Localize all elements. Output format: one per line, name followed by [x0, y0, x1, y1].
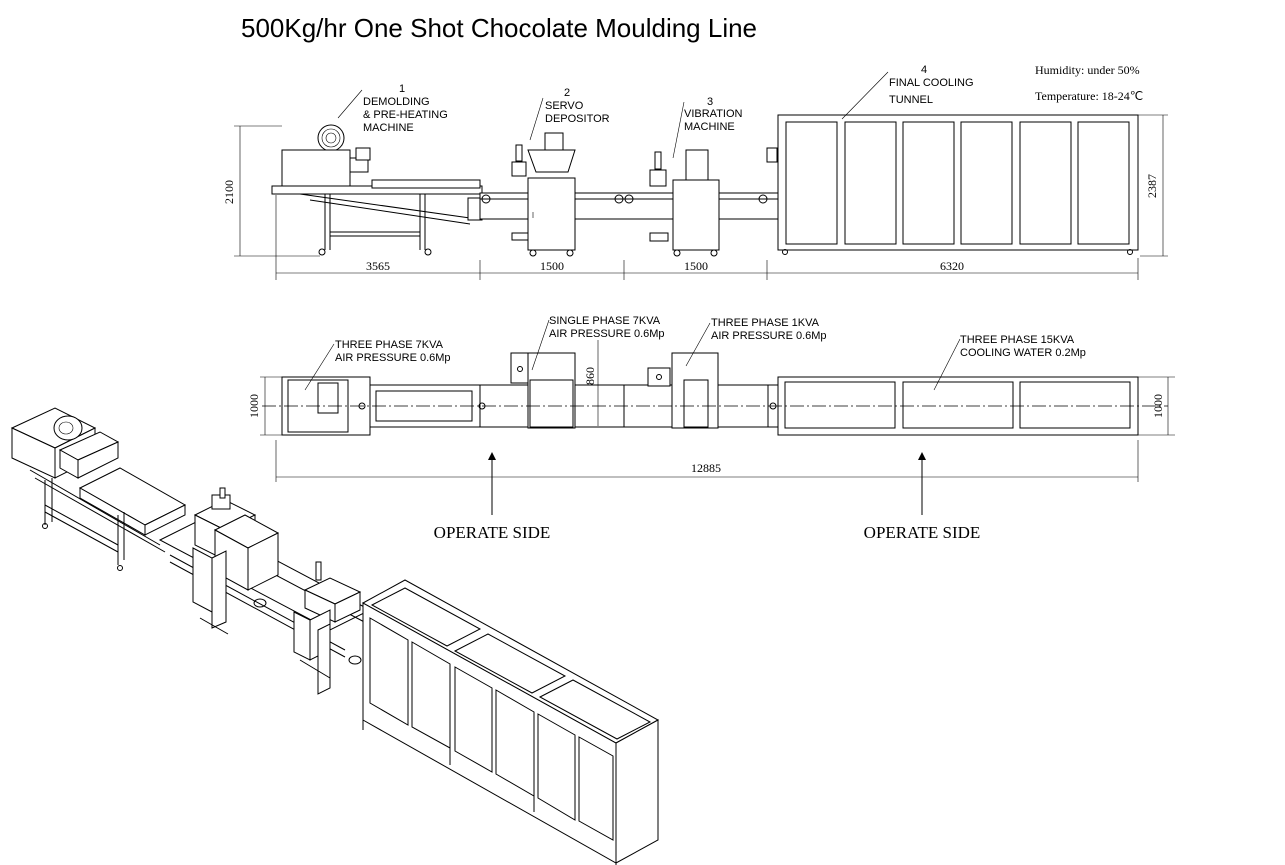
elevation-view: 2100 2387 3565 1500 1500 6320 1 DEMOLDIN…	[222, 64, 1168, 280]
dim-seg4: 6320	[940, 259, 964, 273]
cooling-tunnel-elevation	[766, 114, 1139, 255]
machine-3-label-line2: MACHINE	[684, 121, 735, 133]
machine-2-number: 2	[564, 87, 570, 99]
dim-total-length: 12885	[691, 461, 721, 475]
dim-seg1: 3565	[366, 259, 390, 273]
temperature-note: Temperature: 18-24℃	[1035, 89, 1143, 103]
machine-1-number: 1	[399, 83, 405, 95]
depositor-elevation	[511, 132, 576, 257]
humidity-note: Humidity: under 50%	[1035, 63, 1140, 77]
power-4-line2: COOLING WATER 0.2Mp	[960, 347, 1086, 359]
machine-1-label-line2: & PRE-HEATING	[363, 109, 448, 121]
isometric-view	[10, 407, 660, 865]
machine-4-label-line2: TUNNEL	[889, 94, 933, 106]
plan-view: 1000 1000 860 12885 THREE PHASE 7KVA AIR…	[247, 315, 1175, 542]
machine-1-label-line3: MACHINE	[363, 122, 414, 134]
power-2-line2: AIR PRESSURE 0.6Mp	[549, 328, 665, 340]
vibration-machine-elevation	[649, 149, 720, 257]
power-4-line1: THREE PHASE 15KVA	[960, 334, 1075, 346]
machine-3-number: 3	[707, 96, 713, 108]
dim-seg3: 1500	[684, 259, 708, 273]
power-2-line1: SINGLE PHASE 7KVA	[549, 315, 661, 327]
machine-1-label-line1: DEMOLDING	[363, 96, 430, 108]
power-3-line2: AIR PRESSURE 0.6Mp	[711, 330, 827, 342]
dim-depositor-depth: 860	[583, 367, 597, 385]
power-1-line1: THREE PHASE 7KVA	[335, 339, 444, 351]
operate-side-right: OPERATE SIDE	[864, 523, 981, 542]
dim-width-left: 1000	[247, 394, 261, 418]
dim-height-right: 2387	[1145, 174, 1159, 198]
machine-2-label-line1: SERVO	[545, 100, 584, 112]
machine-4-label-line1: FINAL COOLING	[889, 77, 974, 89]
dim-width-right: 1000	[1151, 394, 1165, 418]
demolding-machine-elevation	[271, 124, 483, 256]
machine-4-number: 4	[921, 64, 927, 76]
machine-2-label-line2: DEPOSITOR	[545, 113, 610, 125]
dim-seg2: 1500	[540, 259, 564, 273]
diagram-title: 500Kg/hr One Shot Chocolate Moulding Lin…	[241, 13, 758, 43]
operate-side-left: OPERATE SIDE	[434, 523, 551, 542]
power-1-line2: AIR PRESSURE 0.6Mp	[335, 352, 451, 364]
dim-height-left: 2100	[222, 180, 236, 204]
machine-3-label-line1: VIBRATION	[684, 108, 743, 120]
power-3-line1: THREE PHASE 1KVA	[711, 317, 820, 329]
